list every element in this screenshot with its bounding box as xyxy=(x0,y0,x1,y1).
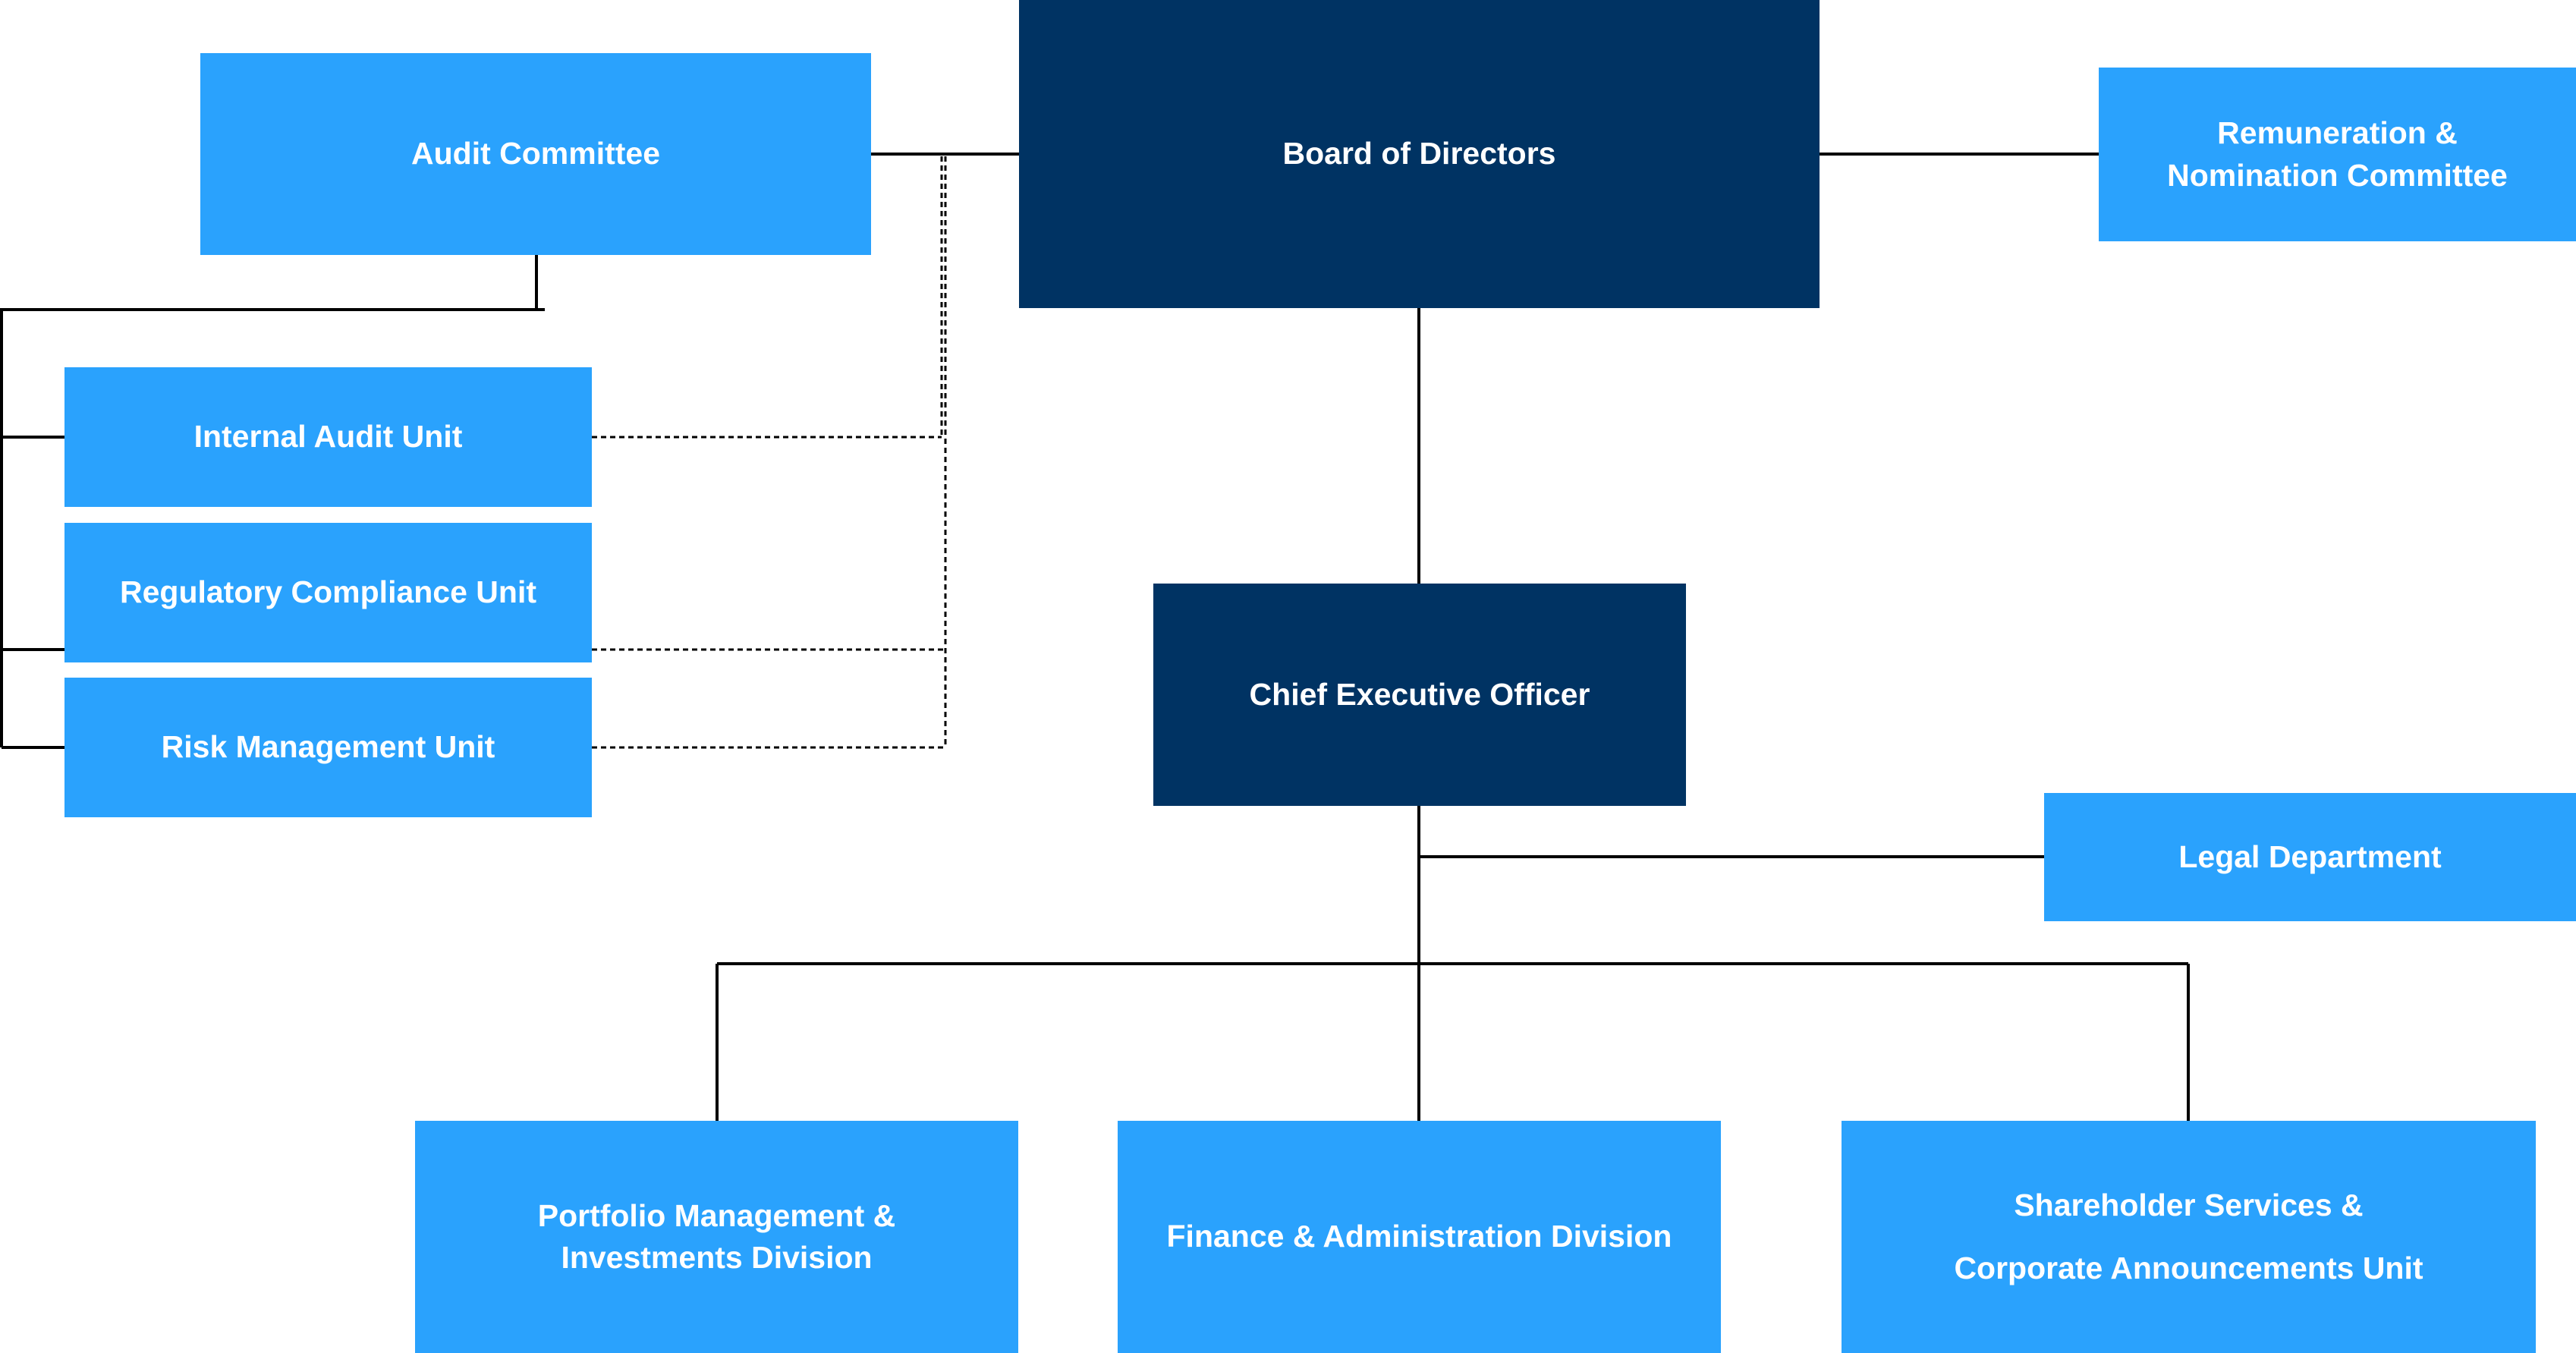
board-of-directors-box: Board of Directors xyxy=(1019,0,1820,308)
audit-committee-label: Audit Committee xyxy=(411,136,660,171)
remuneration-committee-label-line1: Remuneration & xyxy=(2217,115,2458,151)
shareholder-unit-label-line2: Corporate Announcements Unit xyxy=(1954,1251,2423,1285)
shareholder-unit-label-line1: Shareholder Services & xyxy=(2014,1187,2364,1222)
finance-division-label: Finance & Administration Division xyxy=(1166,1219,1672,1254)
board-of-directors-label: Board of Directors xyxy=(1282,136,1556,171)
audit-committee-box: Audit Committee xyxy=(200,53,871,255)
legal-department-box: Legal Department xyxy=(2044,793,2576,921)
shareholder-unit-box: Shareholder Services & Corporate Announc… xyxy=(1842,1121,2536,1353)
remuneration-committee-box: Remuneration & Nomination Committee xyxy=(2099,68,2576,241)
legal-department-label: Legal Department xyxy=(2178,839,2442,874)
ceo-box: Chief Executive Officer xyxy=(1153,584,1686,806)
portfolio-division-label-line2: Investments Division xyxy=(561,1240,873,1275)
internal-audit-unit-label: Internal Audit Unit xyxy=(193,419,463,455)
risk-management-unit-box: Risk Management Unit xyxy=(64,678,592,817)
regulatory-compliance-unit-label: Regulatory Compliance Unit xyxy=(119,574,536,610)
finance-division-box: Finance & Administration Division xyxy=(1118,1121,1721,1353)
regulatory-compliance-unit-box: Regulatory Compliance Unit xyxy=(64,523,592,662)
risk-management-unit-label: Risk Management Unit xyxy=(161,729,495,765)
portfolio-division-label-line1: Portfolio Management & xyxy=(537,1197,896,1233)
internal-audit-unit-box: Internal Audit Unit xyxy=(64,367,592,507)
portfolio-division-box: Portfolio Management & Investments Divis… xyxy=(415,1121,1018,1353)
remuneration-committee-label-line2: Nomination Committee xyxy=(2167,157,2508,193)
ceo-label: Chief Executive Officer xyxy=(1249,676,1590,712)
